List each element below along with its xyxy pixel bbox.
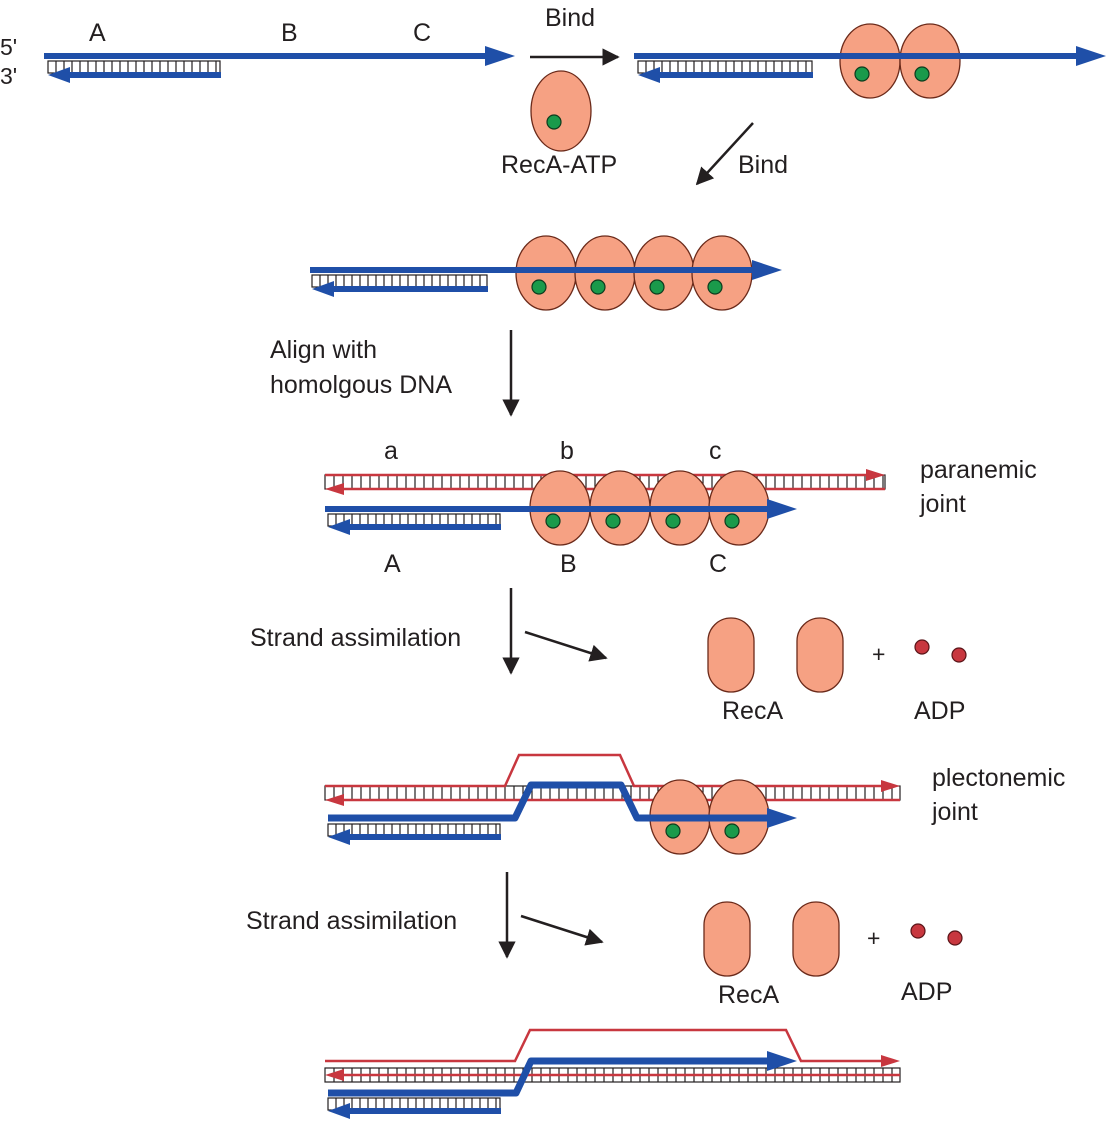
step4-blue-top-strand [328,781,770,822]
three-prime-label: 3' [0,63,17,89]
step5-blue-ladder-rungs [335,1098,497,1110]
site-c-label: C [413,19,431,47]
plus-sign-2: + [867,925,880,951]
step1b-top-strand-head [1076,46,1106,66]
step4-plectonemic-joint [324,753,901,855]
bind-arrow-2-label: Bind [738,151,788,179]
plectonemic-label-line1: plectonemic [932,764,1065,792]
adp-label-1: ADP [914,697,965,725]
site-c-upper-label: C [709,550,727,578]
step5-red-bottom-head [325,1069,344,1081]
step3-red-bottom-head [325,483,344,495]
step2-top-strand-head [752,260,782,280]
released-reca-adp-1 [707,617,967,693]
step2-reca-filament [310,235,782,311]
paranemic-label-line2: joint [919,490,966,518]
release1-reca-1 [707,617,755,693]
step1b-reca-1 [839,23,901,99]
step2-atp-4 [707,279,723,295]
step4-atp-2 [724,823,740,839]
step3-atp-3 [665,513,681,529]
released-reca-adp-2 [703,901,963,977]
step4-red-bottom-head [325,794,344,806]
step5-red-top-strand [325,1028,885,1063]
site-b-lower-label: b [560,437,574,465]
align-label-line1: Align with [270,336,377,364]
free-reca-body [530,70,592,152]
step5-blue-bottom-strand-head [328,1103,350,1119]
step3-red-top-head [866,469,885,481]
step4-atp-1 [665,823,681,839]
reca-label-1: RecA [722,697,783,725]
step1b-ladder-frame [637,60,813,74]
site-b-label: B [281,19,298,47]
step1-ladder-rungs [55,61,217,73]
step2-atp-3 [649,279,665,295]
assimilation-arrow-1-side [524,630,608,662]
step1b-bottom-strand-head [638,67,660,83]
free-reca-atp-dot [546,114,562,130]
adp-label-2: ADP [901,978,952,1006]
site-c-lower-label: c [709,437,722,465]
step1-ladder-frame [47,60,221,74]
step1b-reca-2 [899,23,961,99]
site-a-upper-label: A [384,550,401,578]
site-a-label: A [89,19,106,47]
step1-tailed-duplex [44,46,515,83]
step3-blue-ladder-rungs [335,514,497,526]
step2-atp-1 [531,279,547,295]
step1b-atp-2 [914,66,930,82]
step1-top-strand-head [485,46,515,66]
step2-atp-2 [590,279,606,295]
step5-red-top-head [881,1055,900,1067]
release1-adp-1 [914,639,930,655]
site-b-upper-label: B [560,550,577,578]
paranemic-label-line1: paranemic [920,456,1037,484]
step2-ladder-rungs [319,275,481,287]
step3-blue-top-strand-head [767,499,797,519]
release2-reca-2 [792,901,840,977]
release1-reca-2 [796,617,844,693]
plectonemic-label-line2: joint [931,798,978,826]
reca-atp-label: RecA-ATP [501,151,617,179]
assimilation-arrow-2-side [520,914,604,946]
step3-atp-2 [605,513,621,529]
assimilation-label-2: Strand assimilation [246,907,457,935]
reca-label-2: RecA [718,981,779,1009]
step3-atp-4 [724,513,740,529]
step2-bottom-strand-head [312,281,334,297]
plus-sign-1: + [872,641,885,667]
step5-exchanged-product [324,1028,901,1119]
step4-red-ladder-rungs [333,786,893,800]
step4-blue-bottom-strand-head [328,829,350,845]
step3-blue-bottom-strand-head [328,519,350,535]
step4-blue-top-head [767,808,797,828]
free-reca-atp [530,70,592,152]
bind-arrow-1-label: Bind [545,4,595,32]
five-prime-label: 5' [0,34,17,60]
step4-blue-ladder-rungs [335,824,497,836]
step4-red-top-head [881,780,900,792]
step5-blue-top-head [767,1051,797,1071]
site-a-lower-label: a [384,437,398,465]
release2-adp-2 [947,930,963,946]
assimilation-label-1: Strand assimilation [250,624,461,652]
step3-atp-1 [545,513,561,529]
release2-adp-1 [910,923,926,939]
step1-bottom-strand-head [48,67,70,83]
step1-duplex-two-reca [634,23,1106,99]
bind-arrow-2 [695,122,754,186]
step5-blue-top-strand [328,1057,770,1097]
release1-adp-2 [951,647,967,663]
step4-red-top-strand [325,753,885,788]
release2-reca-1 [703,901,751,977]
align-label-line2: homolgous DNA [270,371,452,399]
step1b-ladder-rungs [645,61,807,73]
step3-paranemic-joint [324,469,886,546]
step1b-atp-1 [854,66,870,82]
